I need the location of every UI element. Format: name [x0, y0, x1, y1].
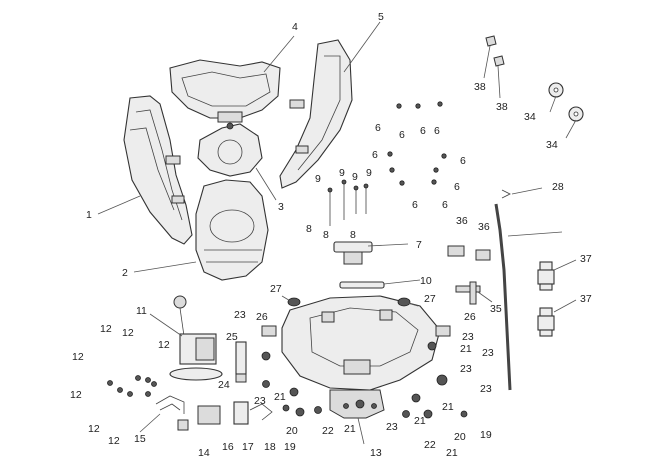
callout-5: 5	[378, 11, 384, 23]
callout-36: 36	[456, 215, 468, 227]
part-screws	[327, 101, 447, 226]
callout-6: 6	[372, 149, 378, 161]
callout-15: 15	[134, 433, 146, 445]
callout-9: 9	[339, 167, 345, 179]
callout-8: 8	[306, 223, 312, 235]
part-front-cowl	[169, 59, 281, 123]
callout-37: 37	[580, 253, 592, 265]
callout-23: 23	[386, 421, 398, 433]
callout-9: 9	[366, 167, 372, 179]
callout-12: 12	[158, 339, 170, 351]
part-headlight-bracket	[197, 122, 263, 177]
callout-23: 23	[480, 383, 492, 395]
callout-9: 9	[315, 173, 321, 185]
callout-23: 23	[254, 395, 266, 407]
callout-12: 12	[108, 435, 120, 447]
callout-23: 23	[460, 363, 472, 375]
part-strip-10	[339, 281, 385, 289]
callout-37: 37	[580, 293, 592, 305]
callout-12: 12	[100, 323, 112, 335]
callout-34: 34	[546, 139, 558, 151]
callout-14: 14	[198, 447, 210, 459]
part-inner-cover	[195, 179, 269, 281]
part-right-side-panel	[279, 39, 353, 189]
callout-6: 6	[460, 155, 466, 167]
callout-16: 16	[222, 441, 234, 453]
callout-8: 8	[350, 229, 356, 241]
callout-26: 26	[256, 311, 268, 323]
callout-21: 21	[344, 423, 356, 435]
callout-6: 6	[454, 181, 460, 193]
callout-23: 23	[462, 331, 474, 343]
part-dampers-37	[537, 261, 555, 337]
callout-34: 34	[524, 111, 536, 123]
callout-3: 3	[278, 201, 284, 213]
callout-21: 21	[414, 415, 426, 427]
callout-8: 8	[323, 229, 329, 241]
callout-19: 19	[284, 441, 296, 453]
callout-12: 12	[122, 327, 134, 339]
callout-7: 7	[416, 239, 422, 251]
callout-27: 27	[270, 283, 282, 295]
callout-19: 19	[480, 429, 492, 441]
callout-6: 6	[434, 125, 440, 137]
callout-21: 21	[460, 343, 472, 355]
callout-20: 20	[454, 431, 466, 443]
part-cap-7	[333, 241, 373, 265]
callout-35: 35	[490, 303, 502, 315]
callout-12: 12	[70, 389, 82, 401]
callout-18: 18	[264, 441, 276, 453]
callout-6: 6	[399, 129, 405, 141]
callout-10: 10	[420, 275, 432, 287]
part-tube-filter	[233, 341, 249, 425]
part-main-body	[281, 295, 441, 419]
callout-6: 6	[442, 199, 448, 211]
callout-28: 28	[552, 181, 564, 193]
callout-9: 9	[352, 171, 358, 183]
callout-21: 21	[446, 447, 458, 459]
callout-12: 12	[88, 423, 100, 435]
callout-22: 22	[424, 439, 436, 451]
callout-36: 36	[478, 221, 490, 233]
part-clips-38	[485, 35, 505, 67]
part-hose-line	[494, 189, 512, 391]
callout-12: 12	[72, 351, 84, 363]
callout-23: 23	[482, 347, 494, 359]
callout-6: 6	[420, 125, 426, 137]
callout-26: 26	[464, 311, 476, 323]
callout-38: 38	[496, 101, 508, 113]
callout-38: 38	[474, 81, 486, 93]
callout-22: 22	[322, 425, 334, 437]
part-pump-assembly	[169, 295, 223, 381]
callout-23: 23	[234, 309, 246, 321]
part-grommets	[261, 297, 468, 419]
callout-17: 17	[242, 441, 254, 453]
callout-25: 25	[226, 331, 238, 343]
callout-11: 11	[136, 305, 147, 317]
callout-24: 24	[218, 379, 230, 391]
part-left-side-panel	[123, 95, 193, 245]
callout-2: 2	[122, 267, 128, 279]
part-pin-35	[455, 281, 481, 305]
callout-13: 13	[370, 447, 382, 459]
callout-20: 20	[286, 425, 298, 437]
part-nuts-12	[107, 375, 157, 397]
callout-4: 4	[292, 21, 298, 33]
callout-6: 6	[375, 122, 381, 134]
part-hoses	[155, 395, 273, 431]
callout-27: 27	[424, 293, 436, 305]
part-blocks-36	[447, 245, 491, 261]
leader-lines	[97, 21, 577, 445]
callout-21: 21	[442, 401, 454, 413]
callout-1: 1	[86, 209, 92, 221]
callout-6: 6	[412, 199, 418, 211]
callout-21: 21	[274, 391, 286, 403]
